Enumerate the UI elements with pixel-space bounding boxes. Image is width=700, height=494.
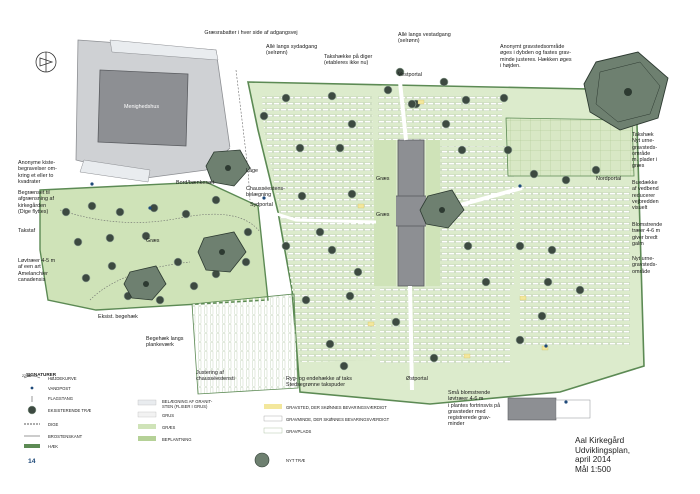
label-eksist-begehaek: Eksist. begehæk [98,314,138,320]
label-laage: Låge [246,168,258,174]
legend-item-graes: GRÆS [162,425,176,430]
grave-section-southwest [191,293,299,395]
grave-section-east [520,186,630,346]
title-block: Aal Kirkegård Udviklingsplan, april 2014… [575,436,685,474]
legend-item-haek: HÆK [48,444,59,449]
label-justering: Justering af chausséestensti [196,370,235,383]
legend-item-eksist-trae: EKSISTERENDE TRÆ [48,408,92,413]
label-nordportal: Nordportal [596,176,622,182]
legend-item-nyt-trae: NYT TRÆ [286,458,306,463]
label-graesrabatter: Græsrabatter i hver side af adgangsvej [204,30,298,36]
west-grass-area [39,181,269,311]
tree-row-north [259,67,601,371]
title-line-1: Aal Kirkegård [575,436,625,445]
legend-item-gravminde-bevaring: GRAVMINDE, DER SKØNNES BEVARINGSVÆRDIGT [286,417,390,422]
legend-item-gravsted-bevaring: GRAVSTED, DER SKØNNES BEVARINGSVÆRDIGT [286,405,387,410]
legend-item-grus: GRUS [162,413,175,418]
label-graes-center-1: Græs [376,176,390,182]
preserved-grave-markers [357,99,549,359]
title-line-2: Udviklingsplan, [575,445,631,455]
urne-area-northeast [505,117,635,177]
label-laevtraeer: Løvtræer 4-5 m af een art Amelanchier ca… [18,258,56,283]
label-begehaek-langs: Begehæk langs plankeværk [146,336,184,349]
label-graes-west: Græs [146,238,160,244]
label-takstaf: Takstaf [18,228,36,234]
legend-symbols [23,375,283,448]
label-chausseestens: Chausséestens- belægning [246,186,285,199]
title-line-3: april 2014 [575,455,611,465]
page-number: 14 [28,458,36,465]
label-blomstrende-traeer: Blomstrende træer 4-6 m giver bredt galm [632,222,663,247]
legend-item-flagstang: FLAGSTANG [48,396,74,401]
label-anonyme-kiste: Anonyme kiste- begravelser om- kring et … [18,160,57,185]
outbuilding [507,397,557,421]
legend-item-brostenskant: BROSTENSKANT [48,434,83,439]
label-buxdaekke: Buxdække af vedbend reducerer vejbredden… [632,180,659,212]
label-begraenset: Begrænset til afgrænsning af kirkegården… [18,190,54,215]
label-vestportal: Vestportal [398,72,422,78]
legend-item-gravplads: GRAVPLADS [286,429,312,434]
label-smaa-blomstrende: Små blomstrende løvtræer 4-6 m i plantes… [448,390,501,428]
label-menighedshus: Menighedshus [124,104,160,110]
label-alle-sydadgang: Allé langs sydadgang (selrønn) [266,44,318,57]
title-line-4: Mål 1:500 [575,464,611,474]
grave-section-south [380,286,510,366]
label-nyt-urne: Nyt urne- gravsteds- område [632,256,658,275]
legend-item-vandpost: VANDPOST [48,386,71,391]
label-ryg-endehaekke: Ryg- og endehække af taks Stedsegrønne t… [286,376,352,389]
legend-contour-value: 22,00 [22,374,31,378]
legend-item-beplantning: BEPLANTNING [162,437,192,442]
label-takshaek-nyt-urne: Takshæk Nyt urne- gravsteds- område m. p… [632,132,658,170]
water-post-markers [90,182,568,404]
legend-item-dige: DIGE [48,422,59,427]
north-arrow-icon [35,51,57,73]
label-takshaekke-diger: Takshække på diger (etableres ikke nu) [324,54,373,67]
legend-title: SIGNATURER [26,372,57,377]
label-graes-center-2: Græs [376,212,390,218]
grave-section-north [378,96,502,140]
legend-item-belaegning: BELÆGNING AF GRANIT- STEN (FLISER I GRUS… [162,399,213,409]
label-oestportal: Østportal [406,376,428,382]
parish-house-building [97,69,189,147]
label-alle-vestadgang: Allé langs vestadgang (selrønn) [398,32,451,45]
large-existing-trees [123,51,669,468]
label-bord-baenke: Bord/bænkesæt [176,180,215,186]
label-anonymt-gravsted: Anonymt gravstedsområde øges i dybden og… [500,44,572,69]
label-sydportal: Sydportal [250,202,273,208]
legend-item-hoejdekurve: HØJDEKURVE [48,376,77,381]
